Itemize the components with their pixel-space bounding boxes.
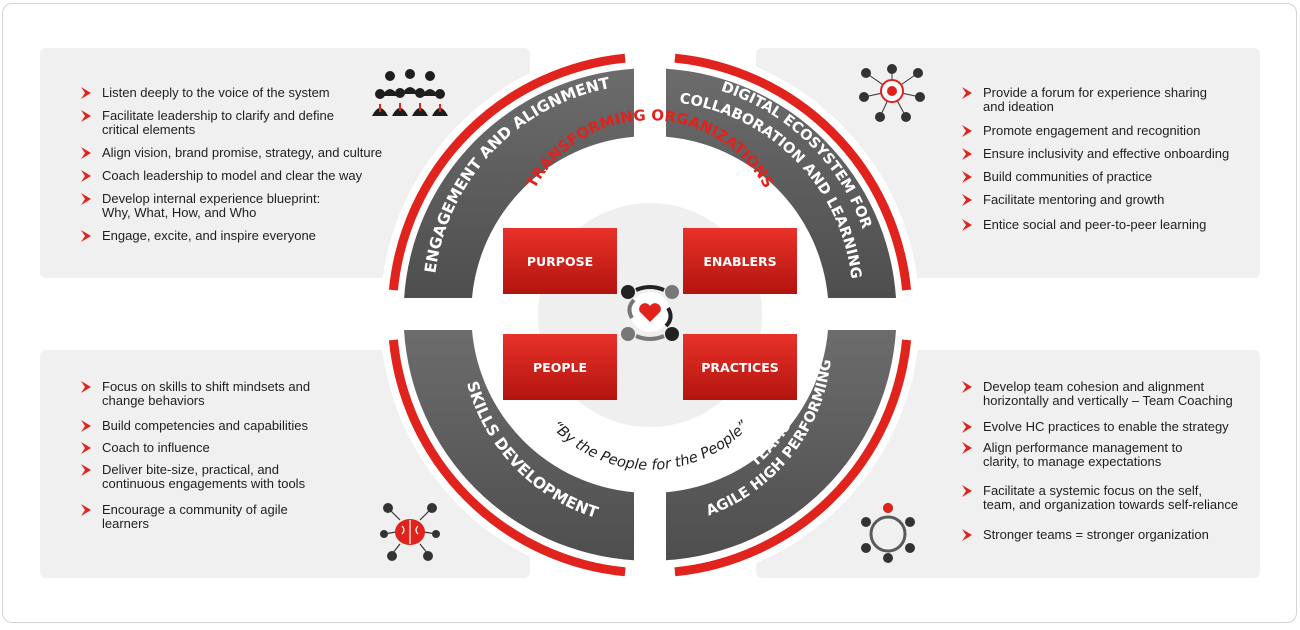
chevron-right-icon (961, 528, 973, 542)
chevron-right-icon (961, 124, 973, 138)
people-box (503, 334, 617, 400)
network-brain-icon (859, 64, 925, 122)
red-accent-arcs (388, 53, 912, 577)
chevron-right-icon (80, 146, 92, 160)
chevron-right-icon (80, 192, 92, 206)
purpose-box (503, 228, 617, 294)
list-item: Ensure inclusivity and effective onboard… (961, 147, 1229, 161)
list-item: Align performance management to clarity,… (961, 441, 1238, 469)
practices-label: PRACTICES (701, 360, 779, 375)
list-item: Promote engagement and recognition (961, 124, 1229, 138)
list-item: Coach leadership to model and clear the … (80, 169, 382, 183)
list-item: Build competencies and capabilities (80, 419, 310, 433)
band-agile-teams (666, 330, 896, 561)
chevron-right-icon (80, 380, 92, 394)
list-agile-teams: Develop team cohesion and alignment hori… (961, 380, 1238, 542)
chevron-right-icon (80, 419, 92, 433)
list-item: Listen deeply to the voice of the system (80, 86, 382, 100)
chevron-right-icon (80, 169, 92, 183)
list-item: Facilitate mentoring and growth (961, 193, 1229, 207)
chevron-right-icon (80, 503, 92, 517)
list-digital-ecosystem: Provide a forum for experience sharing a… (961, 86, 1229, 232)
chevron-right-icon (961, 441, 973, 455)
list-item: Facilitate leadership to clarify and def… (80, 109, 382, 137)
chevron-right-icon (961, 147, 973, 161)
list-item: Stronger teams = stronger organization (961, 528, 1238, 542)
list-item: Encourage a community of agile learners (80, 503, 310, 531)
chevron-right-icon (961, 86, 973, 100)
chevron-right-icon (80, 86, 92, 100)
team-circle-icon (861, 503, 915, 563)
list-skills-development: Focus on skills to shift mindsets and ch… (80, 380, 310, 531)
list-item: Facilitate a systemic focus on the self,… (961, 484, 1238, 512)
chevron-right-icon (961, 218, 973, 232)
list-item: Focus on skills to shift mindsets and ch… (80, 380, 310, 408)
list-item: Deliver bite-size, practical, and contin… (80, 463, 310, 491)
list-item: Evolve HC practices to enable the strate… (961, 420, 1238, 434)
practices-box (683, 334, 797, 400)
enablers-box (683, 228, 797, 294)
band-engagement-alignment (404, 68, 634, 300)
purpose-label: PURPOSE (527, 254, 593, 269)
list-item: Provide a forum for experience sharing a… (961, 86, 1229, 114)
people-label: PEOPLE (533, 360, 587, 375)
brain-circuit-icon (380, 503, 440, 561)
chevron-right-icon (961, 420, 973, 434)
list-item: Develop team cohesion and alignment hori… (961, 380, 1238, 408)
chevron-right-icon (961, 193, 973, 207)
band-skills-development (404, 330, 634, 561)
chevron-right-icon (961, 380, 973, 394)
list-item: Align vision, brand promise, strategy, a… (80, 146, 382, 160)
chevron-right-icon (80, 441, 92, 455)
chevron-right-icon (80, 229, 92, 243)
chevron-right-icon (961, 484, 973, 498)
list-item: Build communities of practice (961, 170, 1229, 184)
people-group-icon (372, 69, 448, 116)
band-digital-ecosystem (666, 68, 896, 298)
list-item: Engage, excite, and inspire everyone (80, 229, 382, 243)
list-item: Develop internal experience blueprint: W… (80, 192, 382, 220)
enablers-label: ENABLERS (703, 254, 776, 269)
chevron-right-icon (80, 463, 92, 477)
list-item: Entice social and peer-to-peer learning (961, 218, 1229, 232)
chevron-right-icon (961, 170, 973, 184)
list-engagement-alignment: Listen deeply to the voice of the system… (80, 86, 382, 243)
heart-people-cycle-icon (621, 285, 679, 341)
list-item: Coach to influence (80, 441, 310, 455)
chevron-right-icon (80, 109, 92, 123)
